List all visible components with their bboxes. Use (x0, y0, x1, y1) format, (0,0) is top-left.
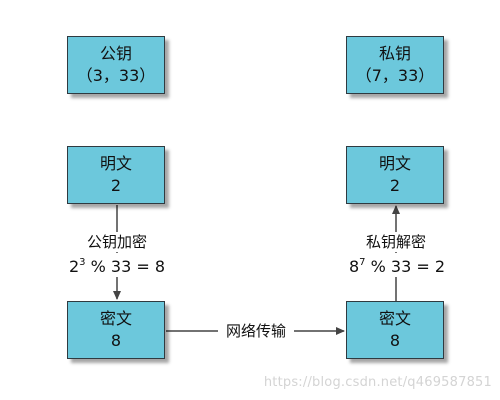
encrypt-label-text: 公钥加密 (86, 233, 147, 251)
encrypt-formula: 23 % 33 = 8 (52, 253, 182, 277)
plaintext-left-title: 明文 (99, 154, 132, 173)
plaintext-left-node: 明文 2 (67, 146, 165, 204)
plaintext-right-title: 明文 (378, 154, 411, 173)
decrypt-label: 私钥解密 (356, 232, 436, 252)
ciphertext-left-value: 8 (110, 331, 122, 350)
decrypt-label-text: 私钥解密 (365, 233, 426, 251)
encrypt-label: 公钥加密 (77, 232, 157, 252)
encrypt-formula-exponent: 3 (79, 257, 86, 268)
private-key-title: 私钥 (378, 44, 411, 63)
ciphertext-right-value: 8 (389, 331, 401, 350)
decrypt-formula-base: 8 (348, 257, 360, 276)
plaintext-right-node: 明文 2 (346, 146, 444, 204)
public-key-value: （3，33） (76, 66, 156, 85)
decrypt-formula-exponent: 7 (359, 257, 366, 268)
plaintext-right-value: 2 (389, 176, 401, 195)
encrypt-formula-rest: % 33 = 8 (85, 257, 166, 276)
decrypt-formula-rest: % 33 = 2 (365, 257, 446, 276)
watermark-text: https://blog.csdn.net/q469587851 (263, 375, 492, 390)
public-key-node: 公钥 （3，33） (67, 36, 165, 94)
network-label-text: 网络传输 (225, 322, 286, 340)
ciphertext-right-title: 密文 (378, 309, 411, 328)
decrypt-formula: 87 % 33 = 2 (332, 253, 462, 277)
private-key-value: （7，33） (355, 66, 435, 85)
network-label: 网络传输 (218, 321, 294, 341)
ciphertext-right-node: 密文 8 (346, 301, 444, 359)
plaintext-left-value: 2 (110, 176, 122, 195)
private-key-node: 私钥 （7，33） (346, 36, 444, 94)
ciphertext-left-node: 密文 8 (67, 301, 165, 359)
encrypt-formula-base: 2 (68, 257, 80, 276)
public-key-title: 公钥 (99, 44, 132, 63)
ciphertext-left-title: 密文 (99, 309, 132, 328)
